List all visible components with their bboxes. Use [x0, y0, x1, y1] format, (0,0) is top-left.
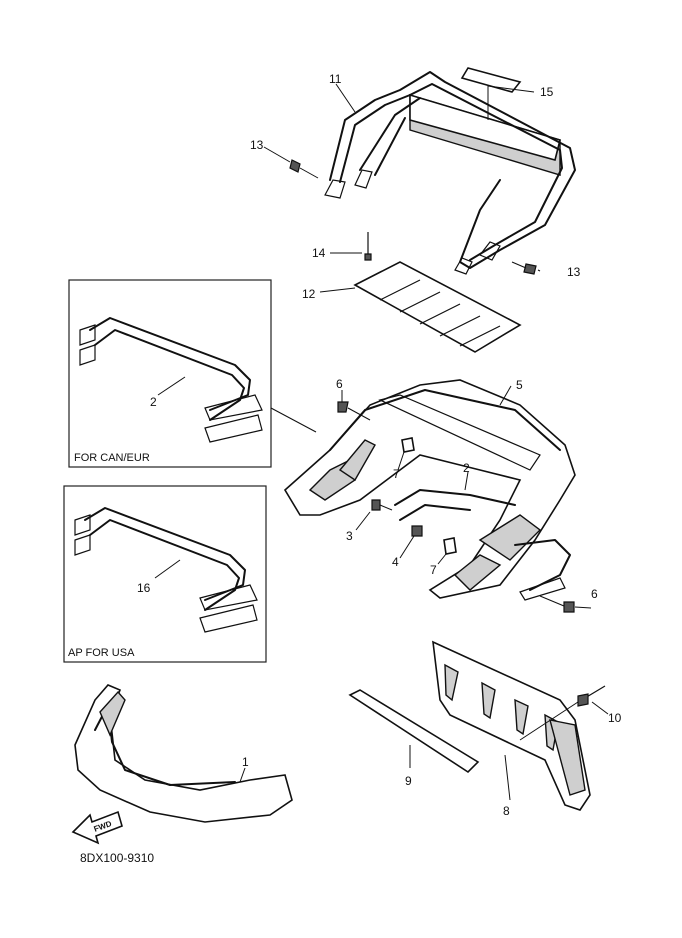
callout-15: 15	[540, 85, 554, 99]
front-bumper	[74, 684, 293, 823]
callout-2-main: 2	[463, 461, 470, 475]
clip-7-top	[401, 437, 415, 453]
rivet-10	[519, 685, 606, 741]
inset-usa	[63, 485, 267, 663]
callout-2-inset: 2	[150, 395, 157, 409]
plate-12	[353, 261, 522, 353]
callout-13-left: 13	[250, 138, 264, 152]
callout-9: 9	[405, 774, 412, 788]
inset-label-can-eur: FOR CAN/EUR	[74, 452, 150, 464]
nut-4	[411, 525, 423, 537]
callout-numbers: 11 15 13 13 14 12 2 6 5 7 2 3 4 7 16 6 1…	[137, 72, 622, 818]
rivet-14	[364, 232, 372, 261]
diagram-code: 8DX100-9310	[80, 851, 154, 865]
bolt-3	[371, 499, 393, 511]
rear-carrier-assembly	[283, 379, 576, 601]
fwd-arrow-icon	[71, 810, 123, 845]
callout-leaders	[263, 83, 609, 715]
bolt-6-top	[337, 401, 371, 421]
strip-9	[348, 689, 480, 774]
callout-1: 1	[242, 755, 249, 769]
callout-4: 4	[392, 555, 399, 569]
callout-16: 16	[137, 581, 151, 595]
callout-3: 3	[346, 529, 353, 543]
callout-8: 8	[503, 804, 510, 818]
callout-11: 11	[329, 72, 342, 86]
clip-7-bottom	[443, 537, 457, 555]
callout-7-bottom: 7	[430, 563, 437, 577]
callout-7-top: 7	[393, 467, 400, 481]
bolt-13-left	[289, 159, 319, 179]
mud-flap	[432, 640, 591, 811]
callout-6-bottom: 6	[591, 587, 598, 601]
rear-rack	[324, 67, 576, 275]
callout-14: 14	[312, 246, 326, 260]
inset-can-eur	[68, 279, 317, 468]
callout-10: 10	[608, 711, 622, 725]
bolt-13-right	[511, 261, 537, 275]
callout-12: 12	[302, 287, 316, 301]
bolt-6-bottom	[539, 595, 575, 613]
callout-6-top: 6	[336, 377, 343, 391]
callout-13-right: 13	[567, 265, 581, 279]
callout-5: 5	[516, 378, 523, 392]
inset-label-usa: AP FOR USA	[68, 647, 135, 659]
